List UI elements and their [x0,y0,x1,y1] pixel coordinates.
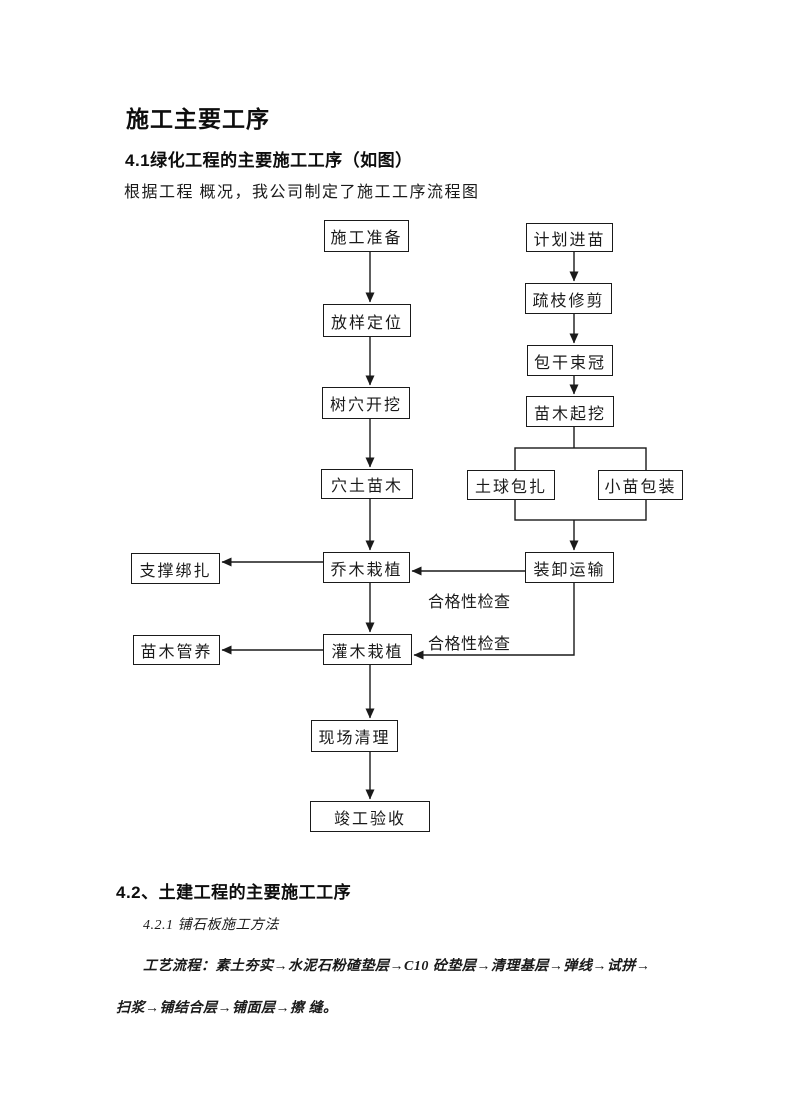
flow-node-loading-transport: 装卸运输 [525,552,614,583]
flow-node-completion-acceptance: 竣工验收 [310,801,430,832]
flow-node-tree-pit-excavation: 树穴开挖 [322,387,410,419]
flow-node-construction-prep: 施工准备 [324,220,409,252]
flow-node-rootball-wrapping: 土球包扎 [467,470,555,500]
flow-node-seedling-plan: 计划进苗 [526,223,613,252]
flow-node-tree-planting: 乔木栽植 [323,552,410,583]
section-4-1-heading: 4.1绿化工程的主要施工工序（如图） [125,151,413,170]
flow-node-small-seedling-packing: 小苗包装 [598,470,683,500]
page-title: 施工主要工序 [126,106,270,132]
section-4-2-heading: 4.2、土建工程的主要施工工序 [116,883,352,902]
flow-node-seedling-maintenance: 苗木管养 [133,635,220,665]
inspection-label-2: 合格性检查 [428,636,511,653]
section-4-2-1-subheading: 4.2.1 铺石板施工方法 [143,918,279,933]
intro-paragraph: 根据工程 概况，我公司制定了施工工序流程图 [124,184,480,201]
flow-node-seedling-digging: 苗木起挖 [526,396,614,427]
flow-node-shrub-planting: 灌木栽植 [323,634,412,665]
process-flow-line-2: 扫浆→铺结合层→铺面层→擦 缝。 [116,1001,338,1016]
process-flow-line-1: 工艺流程：素土夯实→水泥石粉碴垫层→C10 砼垫层→清理基层→弹线→试拼→ [143,959,651,974]
flow-node-support-binding: 支撑绑扎 [131,553,220,584]
flow-node-branch-pruning: 疏枝修剪 [525,283,612,314]
flow-node-trunk-wrap-crown-tie: 包干束冠 [527,345,613,376]
arrow-transport-to-shrub [413,583,575,660]
flow-node-pit-soil-seedling: 穴土苗木 [321,469,413,499]
flow-node-layout-positioning: 放样定位 [323,304,411,337]
flow-node-site-cleanup: 现场清理 [311,720,398,752]
inspection-label-1: 合格性检查 [428,594,511,611]
